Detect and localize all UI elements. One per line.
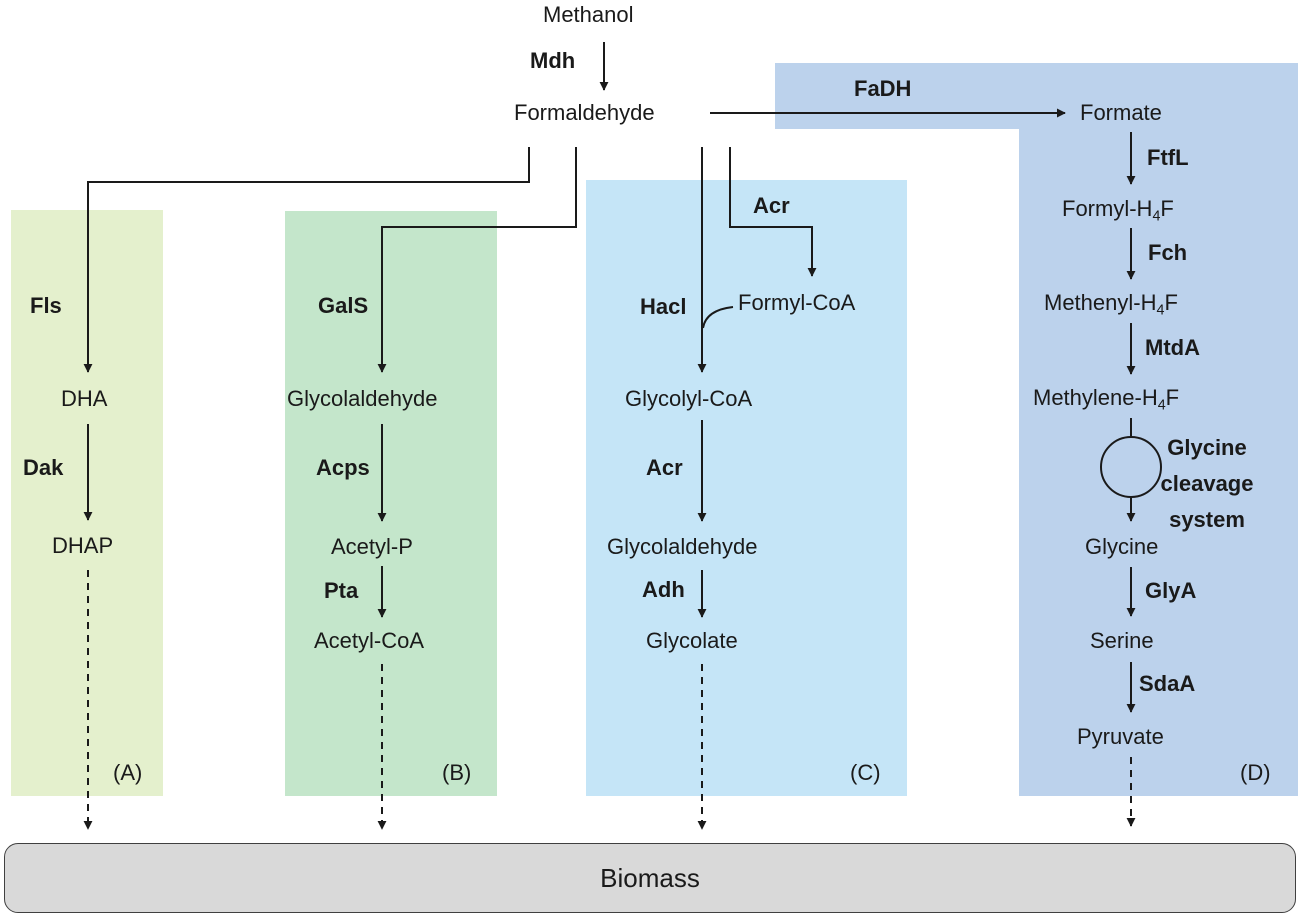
metabolite-glycolaldehyde-c: Glycolaldehyde [607,534,758,559]
metabolite-serine: Serine [1090,628,1154,653]
panel-c-tag: (C) [850,760,881,785]
metabolite-methenyl-h4f: Methenyl-H4F [1044,290,1178,323]
arrow-fls [83,147,530,373]
enzyme-glya: GlyA [1145,578,1197,603]
metabolite-formyl-coa: Formyl-CoA [738,290,856,315]
methylene-h4f-subscript: 4 [1157,397,1166,414]
enzyme-acr-mid: Acr [646,455,683,480]
metabolite-formate: Formate [1080,100,1162,125]
methenyl-h4f-subscript: 4 [1156,302,1165,319]
arrow-acr-top [729,147,817,277]
panel-d-background [1019,63,1298,796]
metabolite-dha: DHA [61,386,108,411]
biomass-label: Biomass [600,862,700,893]
metabolite-acetyl-p: Acetyl-P [331,534,413,559]
panel-a-tag: (A) [113,760,143,785]
metabolite-glycolyl-coa: Glycolyl-CoA [625,386,753,411]
formyl-coa-join [702,306,734,329]
formyl-h4f-subscript: 4 [1152,208,1161,225]
metabolite-pyruvate: Pyruvate [1077,724,1164,749]
metabolite-methylene-h4f: Methylene-H4F [1033,385,1179,418]
biomass-box: Biomass [4,843,1296,913]
methenyl-h4f-suffix: F [1164,290,1178,315]
metabolite-formyl-h4f: Formyl-H4F [1062,196,1174,229]
enzyme-sdaa: SdaA [1139,671,1196,696]
enzyme-fadh: FaDH [854,76,912,101]
panel-d-tag: (D) [1240,760,1271,785]
enzyme-dak: Dak [23,455,64,480]
metabolite-methanol: Methanol [543,2,634,27]
enzyme-fch: Fch [1148,240,1188,265]
enzyme-mdh: Mdh [530,48,576,73]
panel-b-tag: (B) [442,760,472,785]
enzyme-pta: Pta [324,578,359,603]
methenyl-h4f-text: Methenyl-H [1044,290,1157,315]
formyl-h4f-suffix: F [1160,196,1174,221]
formyl-h4f-text: Formyl-H [1062,196,1153,221]
enzyme-mtda: MtdA [1145,335,1200,360]
panel-b-background [285,211,497,796]
methylene-h4f-suffix: F [1165,385,1180,410]
arrow-gals [377,147,577,373]
enzyme-ftfl: FtfL [1147,145,1189,170]
methylene-h4f-text: Methylene-H [1033,385,1158,410]
metabolite-formaldehyde: Formaldehyde [514,100,655,125]
metabolite-glycolate: Glycolate [646,628,738,653]
enzyme-acr-top: Acr [753,193,790,218]
enzyme-adh: Adh [642,577,685,602]
panel-c-background [586,180,907,796]
metabolite-glycine: Glycine [1085,534,1159,559]
metabolite-dhap: DHAP [52,533,114,558]
enzyme-acps: Acps [316,455,370,480]
enzyme-fls: Fls [30,293,62,318]
enzyme-glycine-cleavage-system: Glycine cleavage system [1160,435,1254,532]
enzyme-gals: GalS [318,293,369,318]
metabolite-glycolaldehyde-b: Glycolaldehyde [287,386,438,411]
metabolite-acetyl-coa: Acetyl-CoA [314,628,425,653]
enzyme-hacl: Hacl [640,294,687,319]
